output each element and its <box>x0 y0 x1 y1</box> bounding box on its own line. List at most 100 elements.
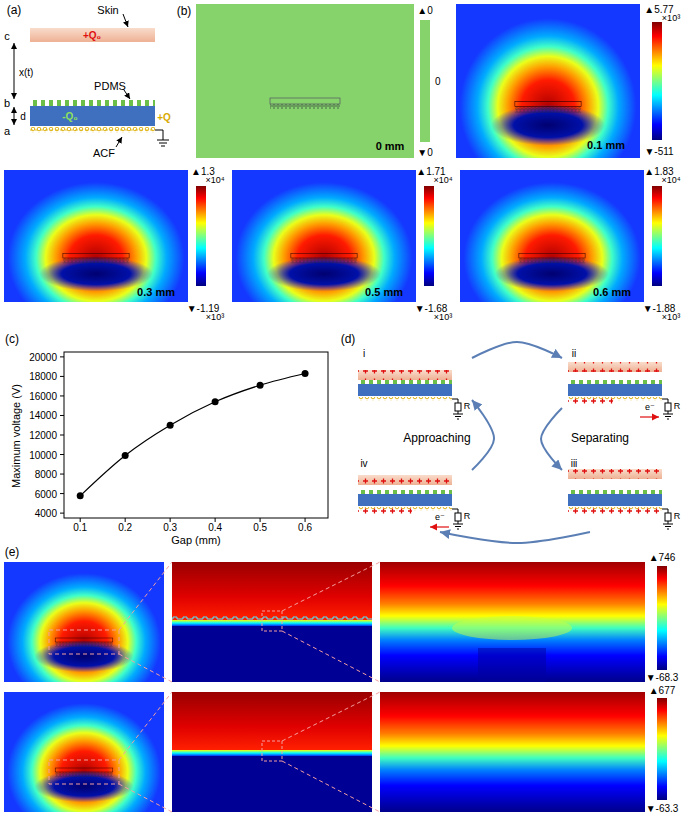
state-numeral: i <box>363 348 365 359</box>
voltage-chart <box>60 352 328 522</box>
data-point <box>302 370 309 377</box>
tick-label: 20000 <box>29 351 57 362</box>
colorbar-exponent: ×10⁴ <box>433 176 452 186</box>
zoom-line <box>119 562 172 682</box>
colorbar <box>424 186 434 286</box>
data-point <box>212 398 219 405</box>
colorbar-min: ▼-63.3 <box>646 803 679 814</box>
pdms-layer: -Q₀ <box>30 106 155 126</box>
state-numeral: iii <box>571 458 578 469</box>
field-map <box>232 170 416 334</box>
data-point <box>122 452 129 459</box>
gap-value: 0.6 mm <box>593 286 631 298</box>
tick-mark <box>260 518 261 522</box>
zoomed-potential-maps <box>4 562 667 816</box>
colorbar-min: ▼-1.88 <box>643 303 676 314</box>
part-name: Skin <box>97 4 118 16</box>
part-name: PDMS <box>94 80 126 92</box>
tick-label: 0.6 <box>298 522 312 533</box>
tick-label: 14000 <box>29 410 57 421</box>
colorbar-exponent: ×10⁴ <box>205 176 224 186</box>
tick-mark <box>215 518 216 522</box>
device-outline <box>270 98 340 104</box>
field-map-zero <box>196 4 414 158</box>
gap-arrow <box>14 43 15 99</box>
colorbar-min: ▼-1.19 <box>187 303 220 314</box>
cycle-arrow <box>472 400 494 470</box>
tick-mark <box>60 415 64 416</box>
colorbar-min: ▼0 <box>417 147 432 158</box>
colorbar-max: ▲5.77 <box>644 4 673 15</box>
colorbar-exponent: ×10³ <box>206 313 224 323</box>
colorbar-exponent: ×10³ <box>662 313 680 323</box>
resistor-label: R <box>464 402 471 412</box>
colorbar <box>420 20 430 142</box>
zoom-map <box>172 756 372 812</box>
zoom-map <box>172 750 372 756</box>
colorbar-max: ▲0 <box>417 5 432 16</box>
tick-label: 16000 <box>29 390 57 401</box>
zoom-box <box>262 611 282 631</box>
panel-letter: (e) <box>5 546 20 559</box>
colorbar-exponent: ×10³ <box>434 313 452 323</box>
gap-value: 0.3 mm <box>137 286 175 298</box>
panel-letter: (d) <box>341 333 356 346</box>
electron-label: e⁻ <box>435 513 445 523</box>
tick-mark <box>60 395 64 396</box>
tick-mark <box>60 474 64 475</box>
zoom-line <box>282 562 380 682</box>
plot-frame <box>64 352 328 518</box>
tick-mark <box>60 454 64 455</box>
leader-line <box>116 137 122 147</box>
level-letter: c <box>4 30 10 42</box>
tick-mark <box>125 518 126 522</box>
gap-label: x(t) <box>19 67 33 78</box>
state-panel: ivRe⁻ <box>352 456 472 532</box>
cycle-arrow <box>472 342 562 358</box>
data-point <box>257 382 264 389</box>
field-dip <box>478 648 546 682</box>
gap-value: 0.1 mm <box>587 139 625 151</box>
tick-label: 0.3 <box>163 522 177 533</box>
tick-mark <box>60 435 64 436</box>
field-map <box>4 692 164 816</box>
resistor-label: R <box>674 512 681 522</box>
panel-letter: (b) <box>177 5 192 18</box>
acf-line <box>30 130 155 131</box>
cycle-arrow <box>440 532 590 543</box>
acf-layer <box>30 127 155 133</box>
tick-label: 0.2 <box>118 522 132 533</box>
panel-letter: (a) <box>7 4 22 17</box>
zoom-map <box>380 692 645 812</box>
potential-maps <box>4 4 662 334</box>
level-letter: a <box>4 125 10 137</box>
dimension-label: d <box>20 111 26 122</box>
field-map <box>4 170 188 334</box>
state-panel: iR <box>352 346 472 422</box>
data-point <box>167 422 174 429</box>
device-cross-section <box>14 14 169 147</box>
tick-label: 10000 <box>29 449 57 460</box>
field-dip <box>452 616 572 640</box>
gap-value: 0 mm <box>376 140 405 152</box>
charge-label: +Q <box>157 112 171 123</box>
colorbar <box>196 186 206 286</box>
tick-label: 12000 <box>29 430 57 441</box>
resistor-label: R <box>674 402 681 412</box>
gap-value: 0.5 mm <box>365 286 403 298</box>
colorbar <box>657 698 667 800</box>
state-drawing <box>568 362 673 419</box>
panel-letter: (c) <box>5 333 19 346</box>
thickness-arrow <box>14 107 15 125</box>
phase-label: Separating <box>571 432 629 445</box>
tick-label: 0.1 <box>73 522 87 533</box>
zoom-box <box>49 760 119 784</box>
field-map <box>460 170 644 334</box>
fit-curve <box>80 373 305 495</box>
level-letter: b <box>4 97 10 109</box>
colorbar <box>652 186 662 286</box>
electron-label: e⁻ <box>645 403 655 413</box>
zoom-map <box>172 620 372 626</box>
ground-symbol <box>155 130 169 146</box>
colorbar-max: ▲1.3 <box>191 166 215 177</box>
